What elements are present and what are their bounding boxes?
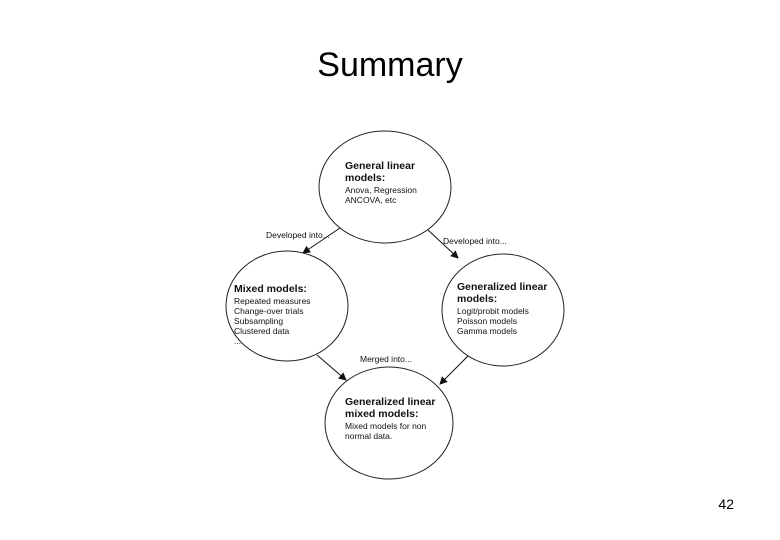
node-glm: General linear models: Anova, Regression…: [345, 160, 445, 205]
node-mixed-title: Mixed models:: [234, 283, 307, 295]
node-glmm-items: Mixed models for non normal data.: [345, 421, 443, 441]
node-glm-circle: [318, 130, 452, 244]
node-glmm-item: normal data.: [345, 431, 393, 441]
node-mixed-item: Clustered data: [234, 326, 290, 336]
node-mixed: Mixed models: Repeated measures Change-o…: [234, 283, 342, 346]
node-generalized-item: Logit/probit models: [457, 306, 529, 316]
node-generalized-circle: [441, 253, 565, 367]
node-mixed-item: Subsampling: [234, 316, 284, 326]
node-mixed-item: ...: [234, 336, 242, 346]
page-number: 42: [718, 496, 734, 512]
edge-glm-to-mixed: [302, 227, 341, 254]
edge-label-glm-to-generalized: Developed into...: [443, 236, 507, 246]
node-generalized: Generalized linear models: Logit/probit …: [457, 281, 549, 336]
node-glm-item: Anova, Regression: [345, 185, 417, 195]
node-mixed-item: Repeated measures: [234, 296, 311, 306]
node-generalized-items: Logit/probit models Poisson models Gamma…: [457, 306, 549, 336]
edge-generalized-to-glmm: [439, 355, 469, 385]
edge-glm-to-generalized: [427, 229, 459, 259]
node-glmm-circle: [324, 366, 454, 480]
edge-mixed-to-glmm: [316, 354, 347, 381]
node-glmm-title: Generalized linear mixed models:: [345, 396, 436, 420]
node-generalized-title: Generalized linear models:: [457, 281, 548, 305]
node-glmm: Generalized linear mixed models: Mixed m…: [345, 396, 443, 441]
node-glm-items: Anova, Regression ANCOVA, etc: [345, 185, 445, 205]
node-mixed-item: Change-over trials: [234, 306, 304, 316]
node-mixed-items: Repeated measures Change-over trials Sub…: [234, 296, 342, 346]
node-glmm-item: Mixed models for non: [345, 421, 427, 431]
node-mixed-circle: [225, 250, 349, 362]
node-glm-item: ANCOVA, etc: [345, 195, 397, 205]
node-generalized-item: Gamma models: [457, 326, 517, 336]
edge-label-mixed-to-glmm: Merged into...: [360, 354, 412, 364]
node-glm-title: General linear models:: [345, 160, 416, 184]
slide-title: Summary: [317, 46, 463, 84]
edge-label-glm-to-mixed: Developed into...: [266, 230, 330, 240]
node-generalized-item: Poisson models: [457, 316, 518, 326]
